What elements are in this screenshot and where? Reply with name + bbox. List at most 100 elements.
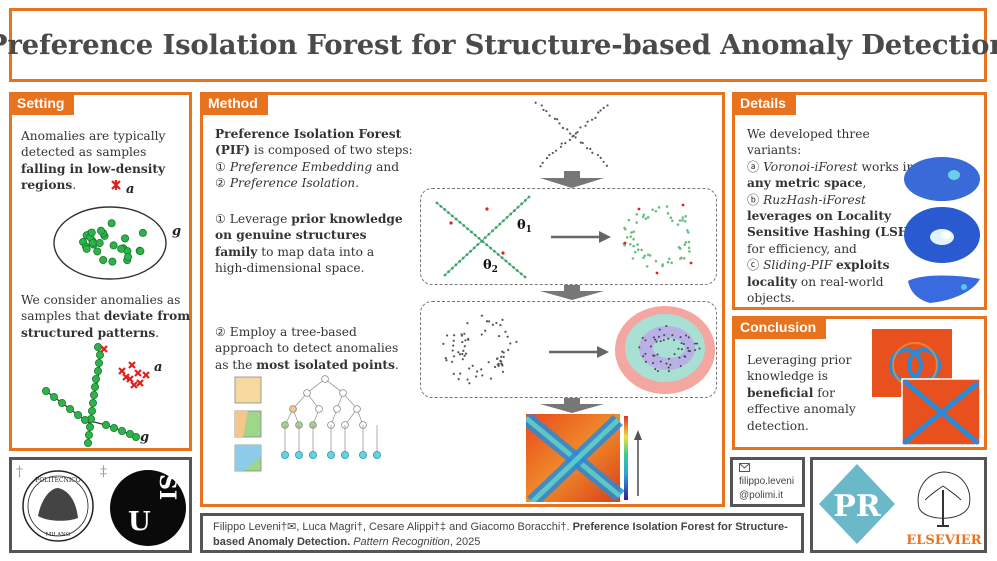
input-point — [560, 142, 563, 145]
variant-b-number: ⓑ — [747, 192, 760, 207]
embedded-points — [622, 203, 693, 275]
line-point — [477, 236, 481, 240]
line-anomaly — [501, 251, 505, 255]
embedded-anomaly — [623, 241, 627, 245]
isolation-point — [463, 354, 466, 357]
embedded-point — [629, 242, 632, 246]
conclusion-t3: for effective anomaly detection. — [747, 385, 856, 433]
isolation-point — [458, 353, 462, 356]
input-point — [551, 151, 554, 155]
embedded-point — [667, 257, 671, 261]
citation-title: Preference Isolation Forest for Structur… — [213, 521, 788, 548]
score-point — [673, 339, 676, 342]
score-point — [671, 334, 674, 337]
isolation-point — [500, 360, 503, 363]
setting-p2-bold: deviate from structured patterns — [21, 309, 191, 340]
details-text: We developed three variants: ⓐ Voronoi-i… — [747, 126, 917, 306]
line-point — [472, 246, 476, 250]
voronoi-blob — [904, 157, 980, 201]
setting-p1-bold: falling in low-density regions — [21, 161, 166, 193]
embedded-point — [684, 214, 688, 218]
score-point — [677, 347, 680, 350]
score-point — [653, 354, 656, 357]
input-point — [581, 141, 584, 145]
tree-node — [303, 389, 311, 397]
embedded-point — [632, 237, 635, 241]
structure-point — [96, 350, 105, 359]
tree-leaf — [295, 451, 304, 460]
score-point — [656, 353, 659, 356]
tree-edge — [324, 378, 344, 394]
embedded-anomaly — [689, 261, 693, 265]
anomaly-cross — [136, 379, 144, 387]
email-line-2: @polimi.it — [739, 490, 784, 501]
pattern-recognition-logo: PR — [819, 464, 895, 544]
isolation-point — [480, 314, 484, 317]
isolation-panel — [420, 301, 717, 398]
line-point — [498, 222, 502, 226]
line-point — [470, 230, 473, 234]
cluster-point — [117, 244, 126, 253]
score-point — [696, 342, 699, 345]
input-point — [574, 136, 577, 139]
isolation-point — [461, 340, 464, 344]
score-point — [679, 365, 682, 368]
score-point — [687, 336, 690, 339]
embedded-point — [641, 215, 645, 219]
embedded-point — [635, 212, 639, 216]
isolation-point — [464, 339, 467, 342]
embedded-point — [687, 240, 691, 244]
input-point — [534, 101, 537, 104]
variant-a-text: works in — [857, 159, 915, 174]
embedded-point — [687, 246, 691, 250]
isolation-point — [457, 351, 460, 354]
isolation-point — [500, 363, 504, 366]
input-point — [586, 147, 589, 150]
anomaly-cross — [126, 375, 134, 383]
cluster-point — [95, 239, 104, 248]
line-point — [469, 249, 472, 253]
line-point — [504, 259, 508, 263]
method-intro-bold: Preference Isolation Forest (PIF) — [215, 127, 402, 158]
embedded-point — [676, 223, 680, 226]
embedded-point — [681, 219, 684, 222]
embedded-point — [625, 236, 629, 239]
right-arrow-1 — [551, 231, 611, 243]
input-point — [572, 134, 575, 137]
anomaly-cross — [122, 373, 130, 381]
embedded-point — [644, 217, 648, 221]
embedded-point — [681, 216, 685, 219]
isolation-point — [495, 321, 498, 325]
anomaly-star-icon — [111, 180, 121, 190]
score-point — [644, 360, 647, 363]
input-point — [545, 109, 548, 113]
isolation-point — [467, 338, 470, 341]
embedded-point — [685, 229, 689, 232]
line-point — [443, 208, 447, 211]
method-intro-text: is composed of two steps: — [250, 143, 413, 158]
isolation-point — [461, 358, 464, 361]
isolation-point — [487, 361, 490, 364]
embedded-point — [654, 209, 658, 213]
input-point — [561, 126, 565, 130]
citation-box: Filippo Leveni†✉, Luca Magri†, Cesare Al… — [200, 513, 804, 553]
embedded-point — [669, 216, 673, 219]
input-point — [542, 108, 545, 112]
isolation-point — [452, 355, 456, 358]
isolation-point — [491, 323, 495, 326]
isolation-point — [475, 370, 479, 373]
score-point — [663, 334, 666, 337]
setting-header: Setting — [9, 92, 75, 115]
isolation-point — [452, 344, 455, 347]
cluster-points — [79, 219, 147, 266]
line-point — [489, 246, 492, 250]
embedded-point — [645, 265, 649, 268]
score-point — [667, 337, 670, 340]
cluster-point — [121, 234, 130, 243]
s1-text: ① Leverage — [215, 212, 292, 226]
score-point — [679, 336, 682, 339]
tree-leaf — [281, 451, 290, 460]
contact-email[interactable]: filippo.leveni@polimi.it — [739, 475, 794, 503]
score-point — [652, 336, 655, 339]
input-point — [605, 164, 608, 167]
